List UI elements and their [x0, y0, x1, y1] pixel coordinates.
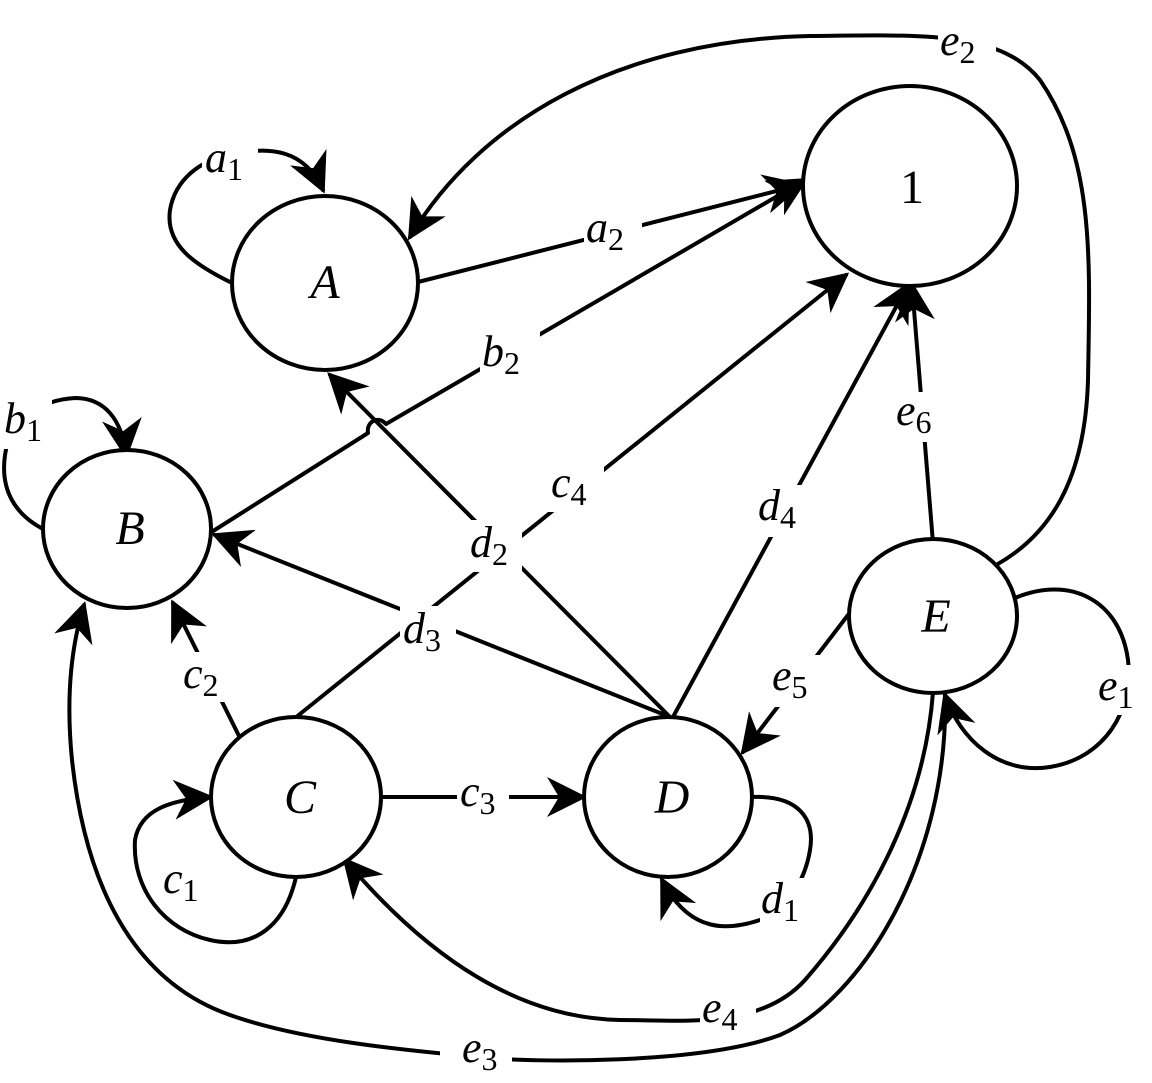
svg-text:c4: c4: [551, 458, 587, 512]
label-c1: c1: [160, 854, 210, 908]
node-D-circle: [582, 715, 754, 879]
node-C-circle: [209, 715, 383, 879]
label-d4-sub: 4: [780, 499, 796, 535]
node-A[interactable]: A: [230, 194, 420, 372]
label-b1: b1: [2, 394, 52, 449]
label-d3-letter: d: [403, 604, 426, 653]
label-d4-letter: d: [758, 481, 781, 530]
node-E-label: E: [920, 590, 950, 643]
label-e1: e1: [1096, 661, 1148, 715]
svg-text:d2: d2: [470, 518, 508, 572]
label-a1-sub: 1: [227, 151, 243, 187]
label-e6: e6: [894, 386, 950, 442]
node-C[interactable]: C: [209, 715, 383, 879]
svg-text:d4: d4: [758, 481, 796, 535]
svg-text:a1: a1: [205, 133, 243, 187]
label-e3-sub: 3: [482, 1041, 498, 1077]
svg-text:a2: a2: [586, 203, 624, 257]
label-e1-letter: e: [1098, 661, 1118, 710]
label-d2-sub: 2: [492, 536, 508, 572]
label-d3-sub: 3: [425, 622, 441, 658]
node-A-circle: [230, 194, 420, 372]
node-1-label: 1: [900, 161, 924, 214]
label-e5: e5: [770, 651, 822, 707]
label-b1-sub: 1: [26, 412, 42, 448]
node-B[interactable]: B: [41, 448, 213, 610]
label-a1: a1: [202, 133, 258, 187]
label-c4-letter: c: [551, 458, 571, 507]
label-e3-letter: e: [462, 1023, 482, 1072]
edge-e1[interactable]: [937, 587, 1131, 771]
edge-e3[interactable]: [54, 601, 948, 1063]
svg-text:c1: c1: [163, 854, 199, 908]
node-D-label: D: [654, 771, 690, 824]
label-a2-sub: 2: [608, 221, 624, 257]
nodes: A B C D E 1: [41, 84, 1019, 879]
label-d1: d1: [760, 874, 810, 928]
label-e2-letter: e: [940, 16, 960, 65]
svg-text:b1: b1: [4, 394, 42, 448]
label-e1-sub: 1: [1118, 679, 1134, 715]
node-E[interactable]: E: [847, 537, 1019, 695]
label-c3-sub: 3: [480, 785, 496, 821]
edge-labels: a1 a2 b1 b2 c1 c2 c3 c4: [2, 16, 1148, 1080]
label-c2-letter: c: [183, 649, 203, 698]
label-d1-sub: 1: [783, 892, 799, 928]
svg-text:c3: c3: [460, 767, 496, 821]
label-e4-sub: 4: [722, 1001, 738, 1037]
label-c3-letter: c: [460, 767, 480, 816]
label-b2: b2: [480, 327, 540, 384]
label-e6-sub: 6: [916, 404, 932, 440]
label-c1-sub: 1: [183, 872, 199, 908]
svg-text:b2: b2: [482, 327, 520, 381]
label-e4-letter: e: [702, 983, 722, 1032]
svg-text:d3: d3: [403, 604, 441, 658]
edge-e2[interactable]: [407, 33, 1092, 567]
label-c1-letter: c: [163, 854, 183, 903]
svg-text:e6: e6: [896, 386, 932, 440]
node-E-circle: [847, 537, 1019, 695]
label-e2-sub: 2: [960, 34, 976, 70]
label-d1-letter: d: [761, 874, 784, 923]
svg-text:e1: e1: [1098, 661, 1134, 715]
label-e3: e3: [440, 1023, 512, 1080]
label-a2: a2: [584, 203, 642, 258]
svg-text:e3: e3: [462, 1023, 498, 1077]
label-a2-letter: a: [586, 203, 608, 252]
label-a1-letter: a: [205, 133, 227, 182]
node-1[interactable]: 1: [801, 84, 1019, 288]
label-c2: c2: [180, 649, 232, 703]
node-C-label: C: [284, 771, 317, 824]
edge-c1[interactable]: [132, 779, 298, 945]
svg-text:e5: e5: [772, 651, 808, 705]
label-e2: e2: [938, 16, 996, 70]
label-c4-sub: 4: [571, 476, 587, 512]
svg-text:d1: d1: [761, 874, 799, 928]
label-b2-sub: 2: [504, 345, 520, 381]
label-c3: c3: [457, 767, 509, 822]
svg-text:e2: e2: [940, 16, 976, 70]
node-A-label: A: [307, 256, 340, 309]
svg-text:c2: c2: [183, 649, 219, 703]
label-e6-letter: e: [896, 386, 916, 435]
label-d4: d4: [756, 481, 812, 537]
label-c4: c4: [548, 458, 604, 512]
label-d3: d3: [400, 604, 456, 658]
svg-text:e4: e4: [702, 983, 738, 1037]
label-d2: d2: [468, 518, 522, 572]
node-B-label: B: [115, 502, 144, 555]
label-d2-letter: d: [470, 518, 493, 567]
label-b1-letter: b: [4, 394, 26, 443]
label-e5-sub: 5: [792, 669, 808, 705]
label-e5-letter: e: [772, 651, 792, 700]
edge-a1[interactable]: [167, 148, 327, 285]
label-b2-letter: b: [482, 327, 504, 376]
node-D[interactable]: D: [582, 715, 754, 879]
node-B-circle: [41, 448, 213, 610]
label-e4: e4: [700, 983, 756, 1040]
node-1-circle: [801, 84, 1019, 288]
label-c2-sub: 2: [203, 667, 219, 703]
